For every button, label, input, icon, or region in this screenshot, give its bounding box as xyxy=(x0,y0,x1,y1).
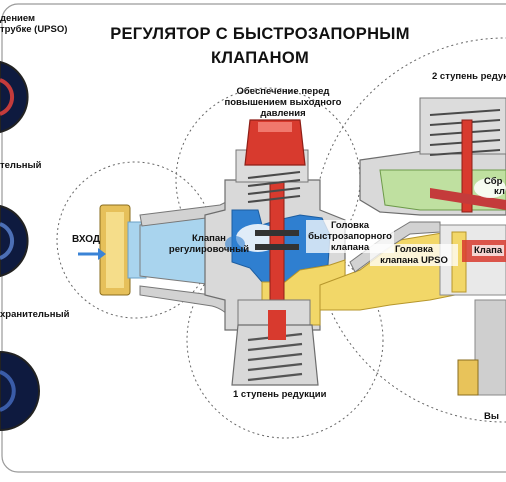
left-label-top-1: дением xyxy=(0,13,36,24)
stage1-spring-housing xyxy=(231,299,319,386)
title-line-1: РЕГУЛЯТОР С БЫСТРОЗАПОРНЫМ xyxy=(110,25,410,43)
inlet-label: ВХОД xyxy=(72,234,101,245)
upso-head-label-line-1: Головка xyxy=(394,244,434,255)
valve-right-label: Клапа xyxy=(472,245,505,256)
safety-label: Обеспечение перед повышением выходного д… xyxy=(208,86,358,119)
left-label-mid: тельный xyxy=(0,160,42,171)
upso-head-label-line-2: клапана UPSO xyxy=(380,255,448,266)
reg-valve-label-line-2: регулировочный xyxy=(168,244,250,255)
relief-valve-label-line-1: Сбр xyxy=(484,176,503,187)
stage1-label: 1 ступень редукции xyxy=(233,389,327,400)
left-label-top-2: трубке (UPSO) xyxy=(0,24,68,35)
relief-valve-label: Сбр кл xyxy=(484,177,505,197)
regulator-body xyxy=(204,169,346,351)
shutoff-head-label-line-1: Головка xyxy=(330,220,370,231)
left-panel-icons xyxy=(0,60,40,432)
reg-valve-label-line-1: Клапан xyxy=(192,233,226,244)
safety-label-line-2: повышением выходного xyxy=(224,97,342,108)
reg-valve-highlight xyxy=(225,236,245,252)
relief-valve-label-line-2: кл xyxy=(494,186,505,197)
left-icon-low xyxy=(0,350,40,432)
stage2-label: 2 ступень редук xyxy=(432,71,506,82)
title-line-2: КЛАПАНОМ xyxy=(210,49,310,67)
safety-cap xyxy=(235,119,309,203)
reg-valve-label: Клапан регулировочный xyxy=(168,233,250,255)
stage2-assembly xyxy=(359,97,506,396)
safety-label-line-1: Обеспечение перед xyxy=(236,86,330,97)
upso-head-label: Головка клапана UPSO xyxy=(370,244,458,266)
safety-label-line-3: давления xyxy=(260,108,306,119)
detail-circle-right xyxy=(312,37,506,423)
left-label-low: хранительный xyxy=(0,309,70,320)
shutoff-head-label-line-2: быстрозапорного xyxy=(308,231,392,242)
shutoff-head-label-line-3: клапана xyxy=(330,242,370,253)
inlet-arrow xyxy=(78,248,106,260)
diagram-title: РЕГУЛЯТОР С БЫСТРОЗАПОРНЫМ КЛАПАНОМ xyxy=(100,22,420,70)
outlet-label: Вы xyxy=(484,411,499,422)
